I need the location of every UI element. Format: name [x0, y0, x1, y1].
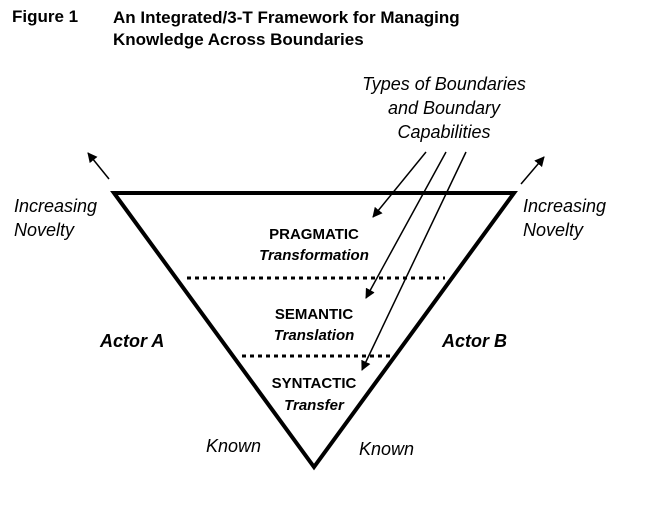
novelty-left-line-2: Novelty: [14, 220, 75, 240]
level-syntactic-name: SYNTACTIC: [272, 375, 357, 392]
novelty-right-line-2: Novelty: [523, 220, 584, 240]
known-right-label: Known: [359, 439, 414, 459]
callout-line-3: Capabilities: [397, 122, 490, 142]
novelty-right-line-1: Increasing: [523, 196, 606, 216]
pointer-arrow-pragmatic: [372, 151, 427, 218]
actor-b-label: Actor B: [441, 331, 507, 351]
level-pragmatic-name: PRAGMATIC: [269, 226, 359, 243]
actor-a-label: Actor A: [99, 331, 164, 351]
pointer-arrow-semantic: [365, 151, 447, 299]
novelty-left-line-1: Increasing: [14, 196, 97, 216]
known-left-label: Known: [206, 436, 261, 456]
pointer-arrow-syntactic: [361, 151, 467, 371]
figure-title-line-2: Knowledge Across Boundaries: [113, 30, 364, 49]
figure-label: Figure 1: [12, 7, 79, 26]
callout-line-1: Types of Boundaries: [362, 74, 526, 94]
framework-triangle: [110, 191, 518, 471]
callout-line-2: and Boundary: [388, 98, 501, 118]
figure-title: An Integrated/3-T Framework for Managing…: [113, 7, 573, 51]
left-novelty-arrow: [87, 152, 110, 180]
figure-title-line-1: An Integrated/3-T Framework for Managing: [113, 8, 460, 27]
level-pragmatic-capability: Transformation: [259, 247, 369, 264]
level-syntactic-capability: Transfer: [284, 397, 345, 414]
right-novelty-arrow: [520, 156, 545, 185]
level-semantic-capability: Translation: [274, 327, 355, 344]
level-semantic-name: SEMANTIC: [275, 306, 354, 323]
